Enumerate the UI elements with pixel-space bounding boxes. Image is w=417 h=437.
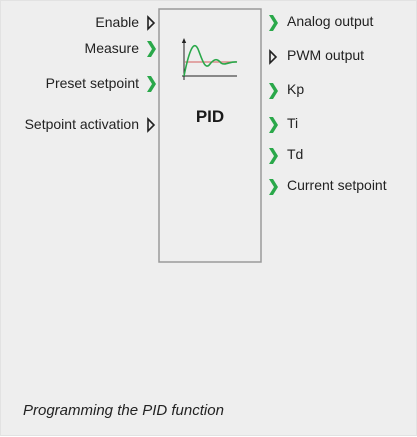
output-pin-kp-icon xyxy=(269,83,278,99)
input-label-setpoint-activation: Setpoint activation xyxy=(24,116,139,132)
output-label-ti: Ti xyxy=(287,115,299,131)
output-pin-td-icon xyxy=(269,148,278,164)
input-pin-preset-setpoint-icon xyxy=(147,76,156,92)
figure-caption: Programming the PID function xyxy=(23,402,224,419)
output-label-analog-output: Analog output xyxy=(287,13,374,29)
output-label-current-setpoint: Current setpoint xyxy=(287,177,387,193)
input-pin-setpoint-activation-icon xyxy=(147,117,156,133)
output-pin-pwm-output-icon xyxy=(269,49,278,65)
step-response-graph-icon xyxy=(181,38,238,80)
output-pin-ti-icon xyxy=(269,117,278,133)
input-label-preset-setpoint: Preset setpoint xyxy=(45,75,139,91)
output-pin-current-setpoint-icon xyxy=(269,179,278,195)
output-label-pwm-output: PWM output xyxy=(287,47,365,63)
block-title: PID xyxy=(195,107,225,126)
pid-block xyxy=(158,8,262,263)
output-label-td: Td xyxy=(287,146,304,162)
input-label-measure: Measure xyxy=(84,40,139,56)
input-label-enable: Enable xyxy=(95,14,139,30)
output-label-kp: Kp xyxy=(287,81,305,97)
input-pin-enable-icon xyxy=(147,15,156,31)
input-pin-measure-icon xyxy=(147,41,156,57)
output-pin-analog-output-icon xyxy=(269,15,278,31)
